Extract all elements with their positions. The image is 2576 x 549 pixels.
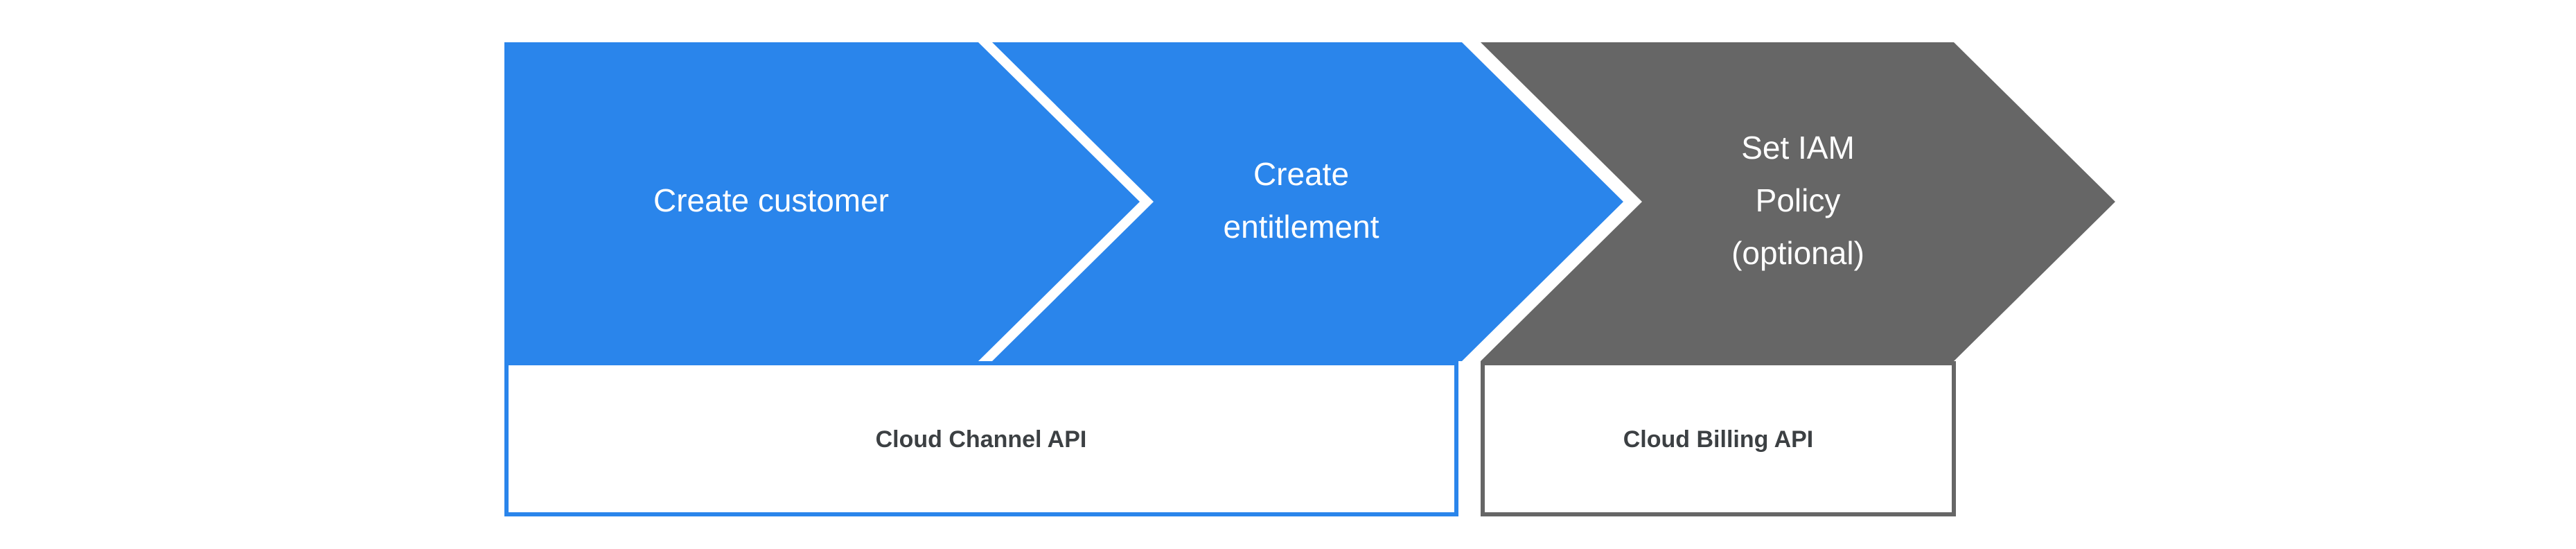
step-create-entitlement[interactable]: Create entitlement	[992, 42, 1623, 361]
step-3-label-line-2: Policy	[1756, 182, 1841, 218]
step-2-label-line-1: Create	[1253, 156, 1349, 192]
cloud-billing-api-box	[1481, 361, 1956, 516]
cloud-channel-api-box	[504, 361, 1458, 516]
api-group-cloud-channel-api[interactable]: Cloud Channel API	[504, 361, 1458, 516]
step-1-label-line-1: Create customer	[653, 182, 889, 218]
step-create-customer[interactable]: Create customer	[504, 42, 1140, 361]
cloud-billing-api-label: Cloud Billing API	[1623, 426, 1814, 453]
step-set-iam-policy[interactable]: Set IAM Policy (optional)	[1481, 42, 2115, 361]
step-1-chevron-shape	[504, 42, 1140, 361]
api-group-cloud-billing-api[interactable]: Cloud Billing API	[1481, 361, 1956, 516]
step-2-label-line-2: entitlement	[1223, 209, 1379, 245]
step-3-label-line-3: (optional)	[1731, 235, 1864, 271]
step-3-label-line-1: Set IAM	[1741, 130, 1855, 166]
cloud-channel-api-label: Cloud Channel API	[876, 426, 1087, 453]
step-3-chevron-shape	[1481, 42, 2115, 361]
step-2-chevron-shape	[992, 42, 1623, 361]
